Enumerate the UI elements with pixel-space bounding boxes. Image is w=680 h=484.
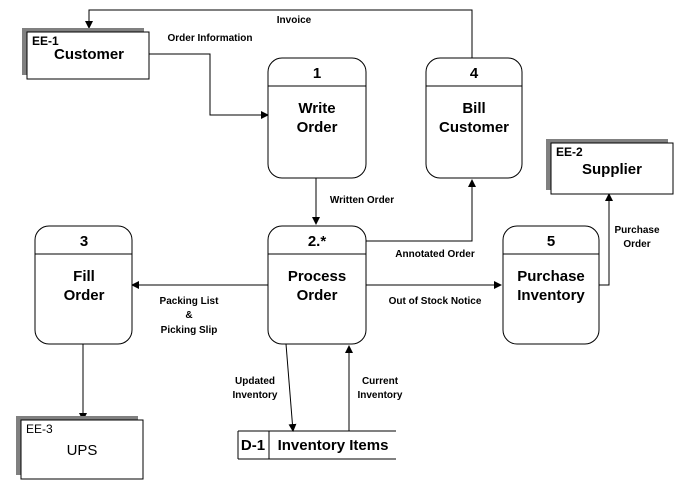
data-store-name: Inventory Items — [278, 437, 389, 454]
process-process-order: 2.* Process Order — [267, 225, 367, 345]
bill-customer-line2: Customer — [439, 119, 509, 136]
purchase-order-flow — [599, 193, 613, 286]
updated-inventory-label-1: Updated — [235, 376, 275, 387]
customer-id: EE-1 — [32, 34, 59, 48]
process-fill-order: 3 Fill Order — [34, 225, 133, 345]
supplier-name: Supplier — [582, 161, 642, 178]
purchase-inventory-number: 5 — [547, 233, 555, 250]
write-order-line1: Write — [298, 100, 335, 117]
bill-customer-line1: Bill — [462, 100, 485, 117]
invoice-label: Invoice — [277, 15, 312, 26]
updated-inventory-flow — [285, 343, 297, 432]
annotated-order-flow — [366, 179, 476, 242]
packing-list-label: Packing List — [160, 296, 220, 307]
purchase-inventory-line1: Purchase — [517, 268, 585, 285]
supplier-id: EE-2 — [556, 145, 583, 159]
ups-name: UPS — [67, 442, 98, 459]
fill-order-line1: Fill — [73, 268, 95, 285]
entity-ups: EE-3 UPS — [16, 416, 144, 480]
updated-inventory-label-2: Inventory — [232, 390, 277, 401]
written-order-label: Written Order — [330, 195, 394, 206]
purchase-order-label-2: Order — [623, 239, 650, 250]
ups-id: EE-3 — [26, 422, 53, 436]
packing-ampersand-label: & — [185, 310, 192, 321]
current-inventory-label-2: Inventory — [357, 390, 402, 401]
bill-customer-number: 4 — [470, 65, 479, 82]
out-of-stock-label: Out of Stock Notice — [389, 296, 482, 307]
process-purchase-inventory: 5 Purchase Inventory — [502, 225, 600, 345]
purchase-inventory-line2: Inventory — [517, 287, 585, 304]
process-order-line2: Order — [297, 287, 338, 304]
write-order-number: 1 — [313, 65, 321, 82]
order-information-label: Order Information — [167, 33, 252, 44]
fill-order-number: 3 — [80, 233, 88, 250]
data-store-inventory-items: D-1 Inventory Items — [237, 430, 396, 460]
purchase-order-label-1: Purchase — [614, 225, 659, 236]
annotated-order-label: Annotated Order — [395, 249, 475, 260]
data-store-id: D-1 — [241, 437, 265, 454]
entity-customer: EE-1 Customer — [22, 28, 150, 80]
fill-order-line2: Order — [64, 287, 105, 304]
write-order-line2: Order — [297, 119, 338, 136]
process-write-order: 1 Write Order — [267, 57, 367, 179]
order-information-flow — [149, 53, 269, 119]
current-inventory-label-1: Current — [362, 376, 399, 387]
picking-slip-label: Picking Slip — [161, 325, 218, 336]
customer-name: Customer — [54, 46, 124, 63]
process-bill-customer: 4 Bill Customer — [425, 57, 523, 179]
invoice-flow — [85, 9, 473, 58]
process-order-number: 2.* — [308, 233, 327, 250]
entity-supplier: EE-2 Supplier — [546, 139, 674, 195]
process-order-line1: Process — [288, 268, 346, 285]
